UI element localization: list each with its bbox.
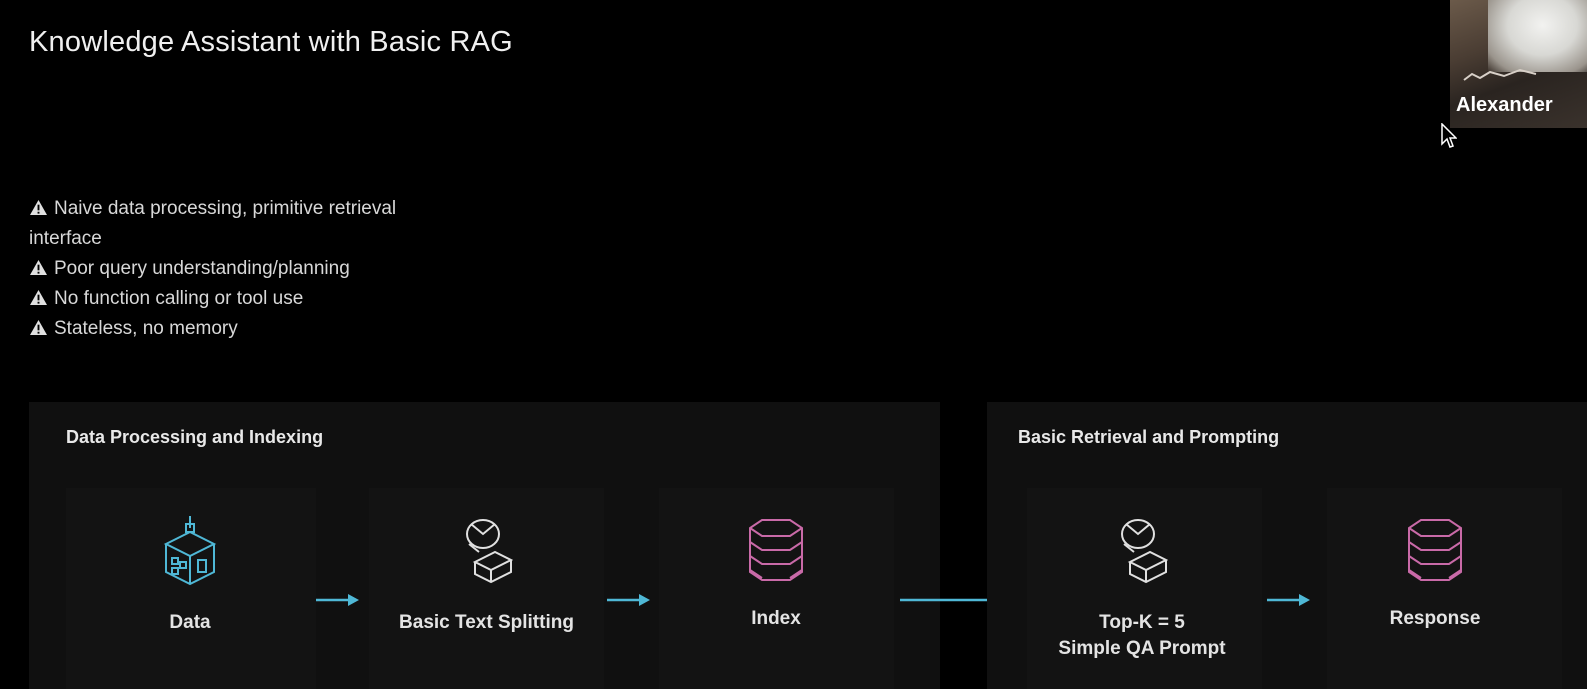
node-top-k: Top-K = 5 Simple QA Prompt: [1027, 514, 1257, 662]
splitter-icon: [465, 519, 513, 584]
bullet-list: Naive data processing, primitive retriev…: [29, 194, 499, 344]
arrow-icon: [607, 594, 650, 606]
participant-name: Alexander: [1456, 94, 1553, 116]
node-label: Index: [751, 608, 801, 629]
bullet-item: Poor query understanding/planning: [29, 254, 499, 284]
bullet-item-continuation: interface: [29, 228, 102, 249]
panel-card: [659, 488, 894, 689]
bullet-item: Naive data processing, primitive retriev…: [29, 194, 499, 224]
warning-icon: [30, 199, 47, 216]
splitter-icon: [1121, 519, 1168, 584]
database-icon: [1408, 519, 1462, 581]
panel-title: Basic Retrieval and Prompting: [1018, 427, 1280, 447]
node-label: Data: [169, 612, 211, 633]
node-index: Index: [715, 516, 837, 632]
warning-icon: [30, 259, 47, 276]
video-background-detail: [1463, 68, 1537, 81]
node-label: Response: [1389, 608, 1481, 629]
mouse-cursor-icon: [1441, 123, 1457, 148]
bullet-item: No function calling or tool use: [29, 284, 499, 314]
panel-card: [1327, 488, 1562, 689]
node-label-line2: Simple QA Prompt: [1058, 638, 1226, 659]
node-label-line1: Top-K = 5: [1099, 612, 1185, 633]
arrow-icon: [316, 594, 359, 606]
retrieval-prompting-panel: Basic Retrieval and Prompting Top-K = 5 …: [987, 402, 1587, 689]
bullet-item: Stateless, no memory: [29, 314, 499, 344]
node-response: Response: [1374, 516, 1496, 632]
node-data: Data: [129, 514, 251, 636]
database-icon: [749, 519, 803, 581]
panel-card: [369, 488, 604, 689]
panel-title: Data Processing and Indexing: [66, 427, 324, 447]
arrow-icon: [1267, 594, 1310, 606]
warning-icon: [30, 319, 47, 336]
warning-icon: [30, 289, 47, 306]
video-frame: [1488, 0, 1587, 72]
participant-video-tile[interactable]: Alexander: [1450, 0, 1587, 128]
data-processing-panel: Data Processing and Indexing Data: [29, 402, 940, 689]
slide-title: Knowledge Assistant with Basic RAG: [29, 26, 513, 58]
building-icon: [163, 516, 217, 586]
node-basic-text-splitting: Basic Text Splitting: [374, 514, 599, 636]
node-label: Basic Text Splitting: [399, 612, 574, 633]
